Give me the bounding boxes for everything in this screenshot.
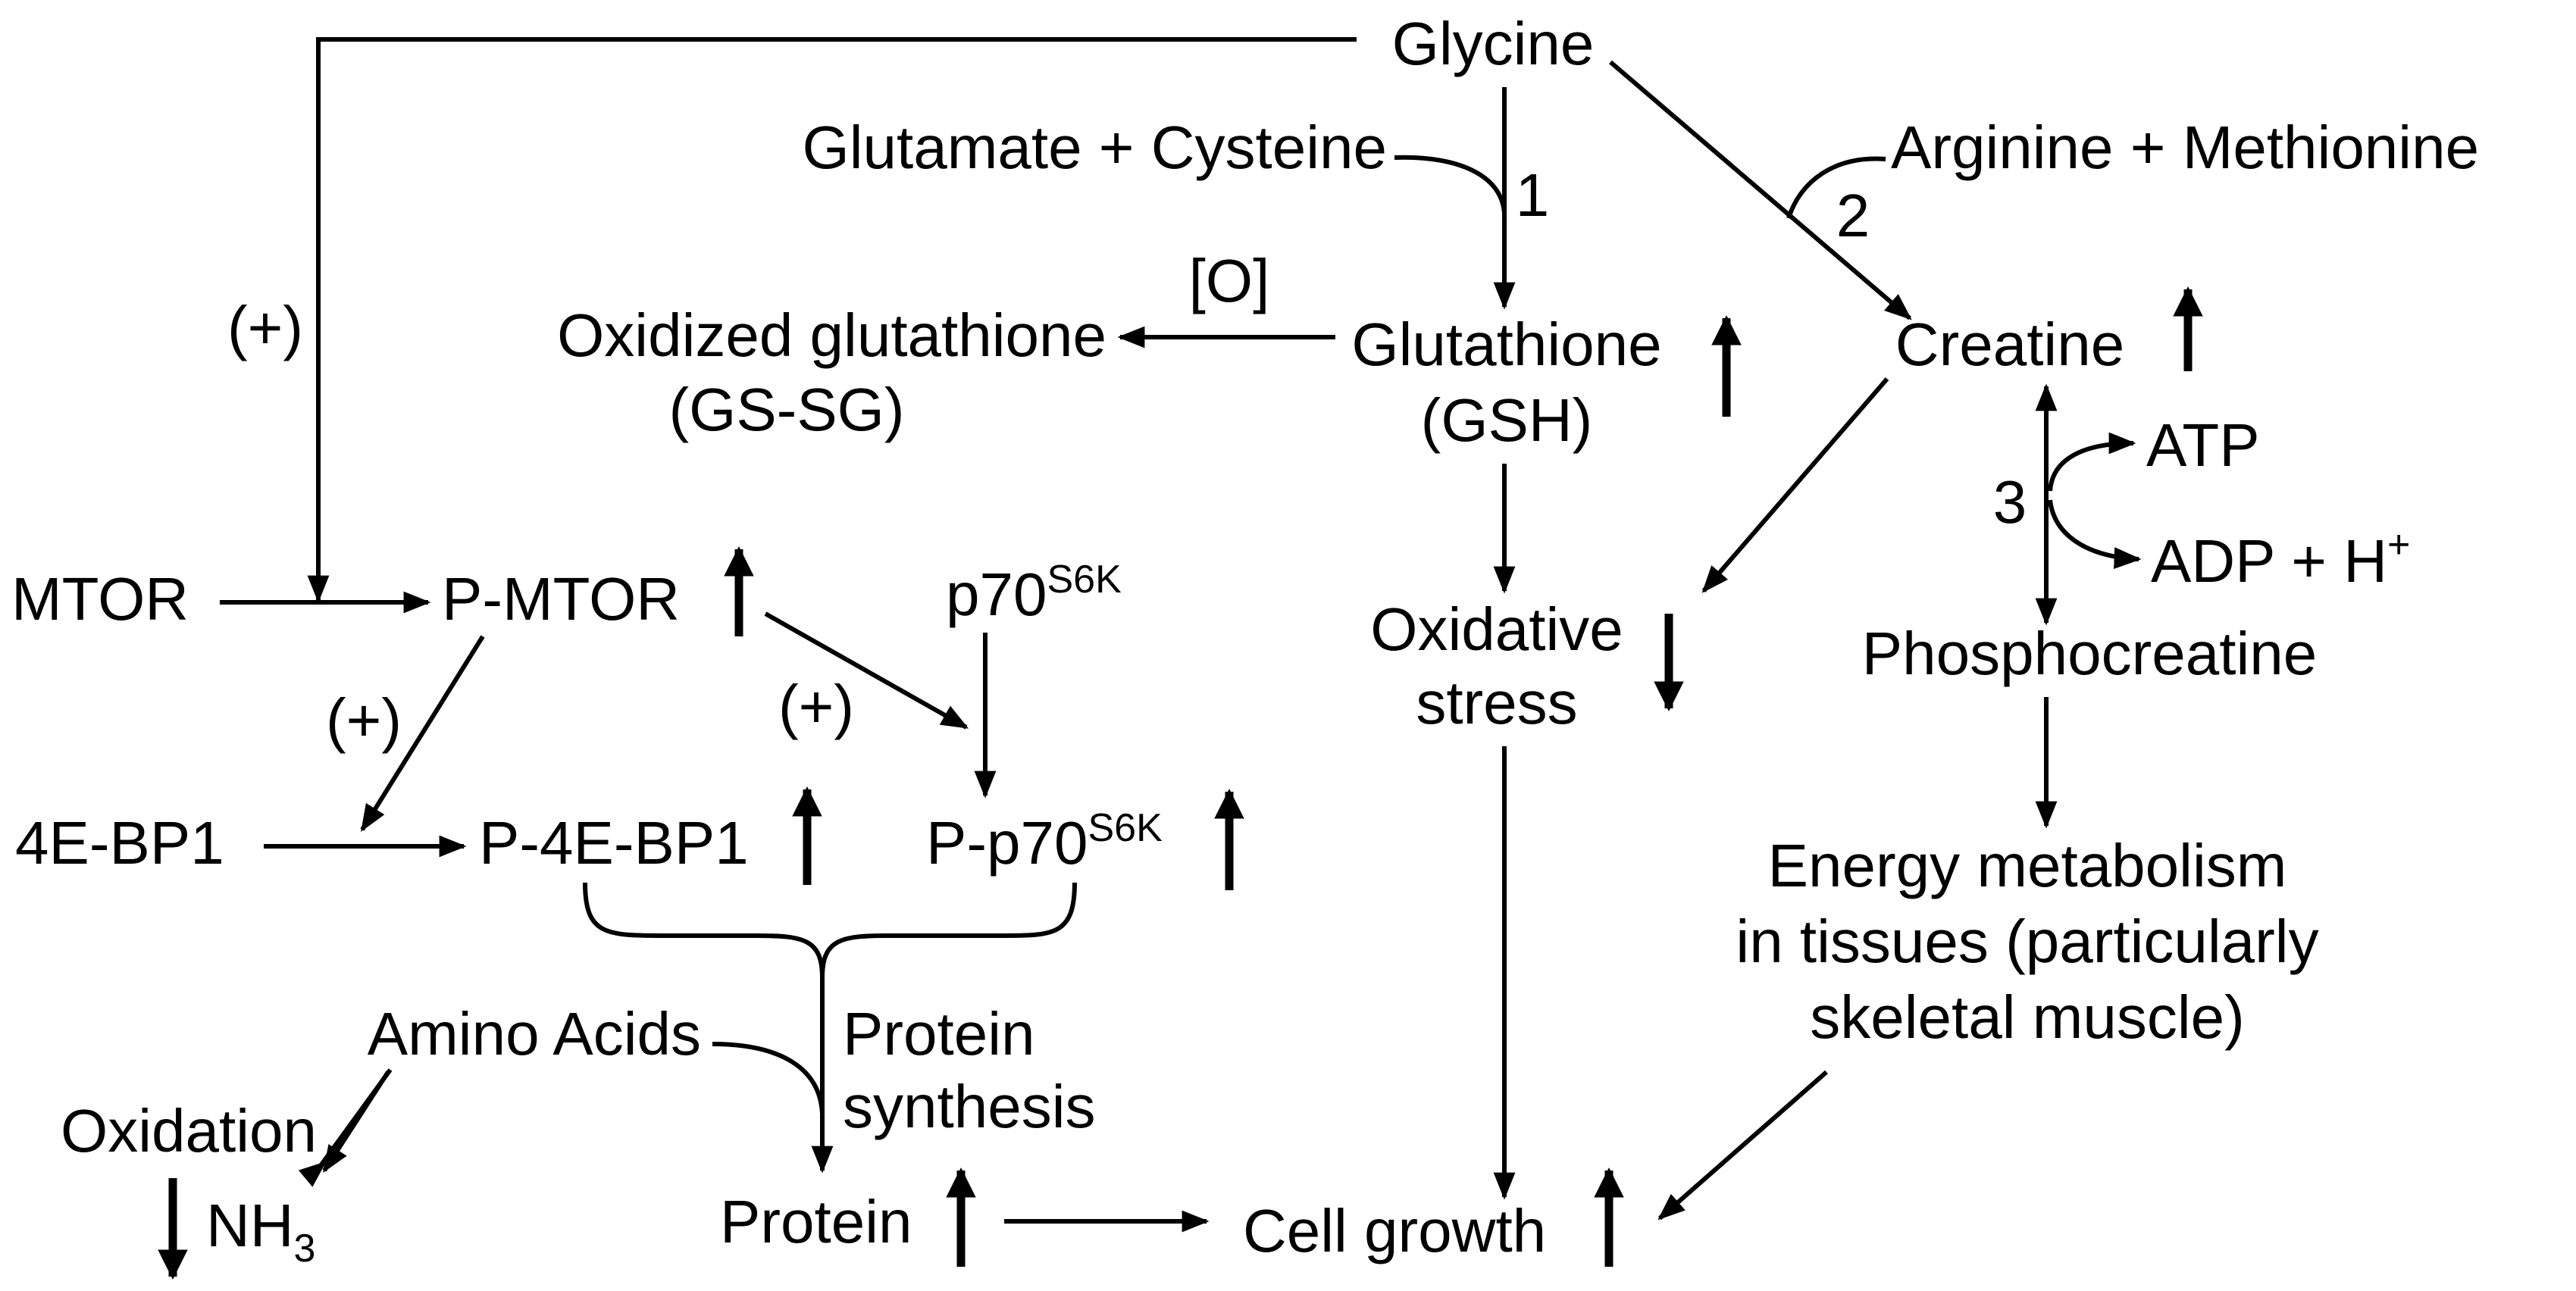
p-mtor-label: P-MTOR [442,565,680,633]
glycine-label: Glycine [1392,10,1595,77]
glutamate-cysteine-label: Glutamate + Cysteine [803,114,1387,181]
glutathione-label: Glutathione [1351,311,1661,378]
bracket-protein-synthesis [583,882,1077,978]
plus-glycine-mtor-label: (+) [227,294,303,361]
oxidized-glutathione-label: Oxidized glutathione [557,302,1106,369]
energy-metabolism-line-1: Energy metabolism [1768,832,2287,899]
arrow-glycine-to-creatine [1609,60,1912,320]
atp-label: ATP [2146,411,2260,479]
arrow-glycine-to-p-mtor [307,37,1357,603]
oxygen-label: [O] [1189,247,1270,314]
step-2-label: 2 [1836,182,1870,249]
energy-metabolism-line-2: in tissues (particularly [1736,908,2318,975]
protein-label: Protein [720,1188,912,1255]
arrow-creatine-to-oxidative-stress [1701,377,1889,593]
gssg-label: (GS-SG) [668,376,904,443]
p-p70-label: P-p70S6K [926,806,1163,877]
arrow-energy-to-cell-growth [1657,1070,1828,1221]
p-4ebp1-label: P-4E-BP1 [479,809,749,877]
cell-growth-label: Cell growth [1243,1197,1546,1264]
nh3-label: NH3 [206,1192,315,1271]
stress-label: stress [1416,669,1577,736]
amino-acids-label: Amino Acids [368,1000,701,1067]
p70-label: p70S6K [946,558,1122,628]
arrow-p-mtor-to-p-4ebp1 [360,635,485,833]
creatine-label: Creatine [1895,311,2124,378]
step-3-label: 3 [1993,468,2027,536]
curve-arginine-methionine [1786,156,1886,219]
arrow-p-mtor-to-p-p70 [764,611,969,730]
curve-to-adp [2048,499,2142,569]
energy-metabolism-line-3: skeletal muscle) [1810,983,2245,1051]
plus-mtor-4ebp1-label: (+) [326,686,402,754]
curve-to-atp [2048,432,2136,492]
phosphocreatine-label: Phosphocreatine [1862,620,2317,687]
protein-synthesis-line-1: Protein [843,1000,1034,1067]
4ebp1-label: 4E-BP1 [15,809,224,877]
gsh-label: (GSH) [1421,386,1593,454]
arrow-oxidation-to-nh3 [322,1071,390,1174]
protein-synthesis-line-2: synthesis [843,1073,1095,1140]
mtor-label: MTOR [11,565,189,633]
adp-label: ADP + H+ [2151,523,2410,595]
arginine-methionine-label: Arginine + Methionine [1891,114,2479,181]
plus-mtor-p70-label: (+) [778,673,854,740]
curve-amino-acids [712,1042,825,1114]
oxidative-label: Oxidative [1370,595,1623,663]
step-1-label: 1 [1516,161,1550,229]
oxidation-label: Oxidation [61,1097,317,1164]
curve-glutamate-cysteine [1394,155,1507,220]
